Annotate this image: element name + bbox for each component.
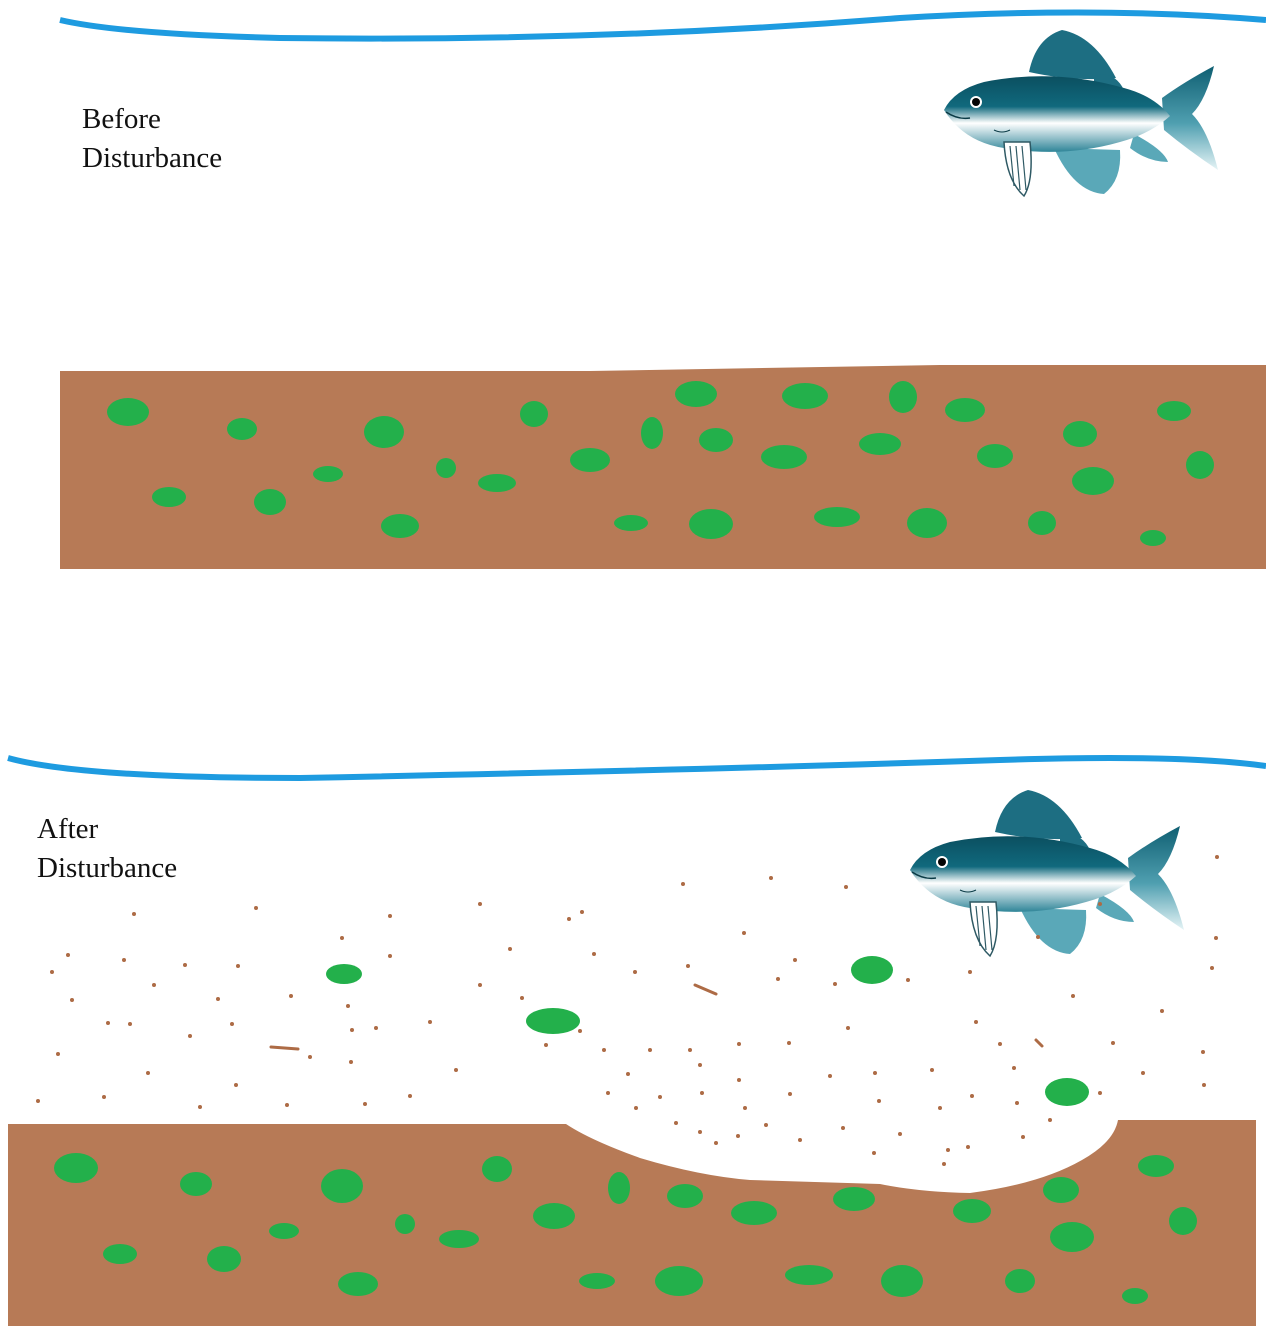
before-panel <box>60 12 1266 569</box>
before-label-line1: Before <box>82 100 222 139</box>
before-label-line2: Disturbance <box>82 139 222 178</box>
after-label-line2: Disturbance <box>37 849 177 888</box>
suspended-organic-matter <box>326 956 1089 1106</box>
after-panel <box>8 758 1266 1326</box>
fish-icon <box>910 790 1184 956</box>
after-disturbance-label: After Disturbance <box>37 810 177 888</box>
water-surface-line <box>8 758 1266 778</box>
before-disturbance-label: Before Disturbance <box>82 100 222 178</box>
after-label-line1: After <box>37 810 177 849</box>
sediment-bed <box>60 365 1266 569</box>
fish-icon <box>944 30 1218 196</box>
water-surface-line <box>60 12 1266 38</box>
